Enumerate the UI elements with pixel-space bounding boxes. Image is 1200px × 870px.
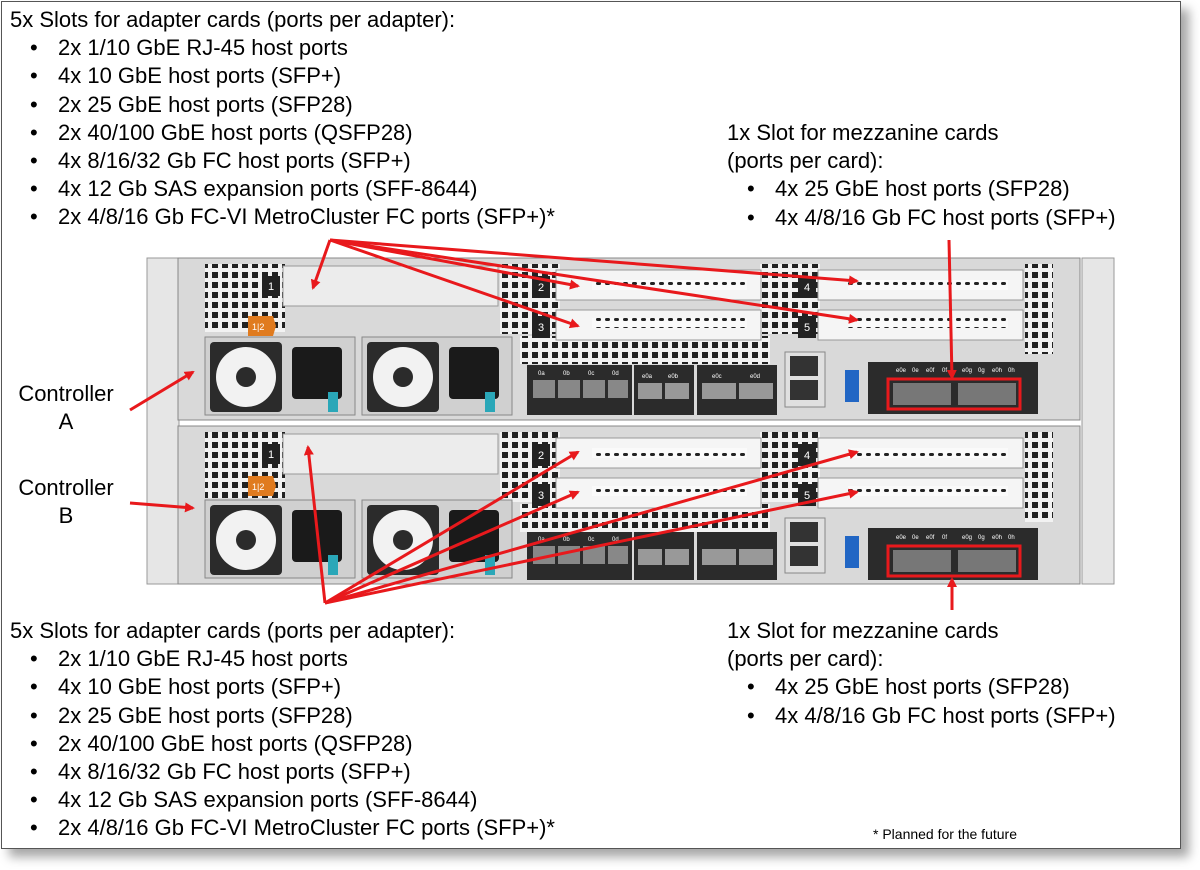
slot-number-2-a: 2 — [538, 282, 544, 294]
top-right-callout: 1x Slot for mezzanine cards (ports per c… — [727, 119, 1116, 232]
controller-a-line1: Controller — [18, 381, 114, 406]
list-item: 4x 25 GbE host ports (SFP28) — [747, 673, 1116, 701]
slot-number-3-b: 3 — [538, 490, 544, 502]
slot-number-1-a: 1 — [268, 281, 274, 293]
port-label-e0f-b: e0f — [926, 535, 935, 541]
top-left-callout: 5x Slots for adapter cards (ports per ad… — [10, 6, 555, 232]
top-left-heading: 5x Slots for adapter cards (ports per ad… — [10, 7, 456, 32]
port-label-e0e-b: e0e — [896, 535, 907, 541]
port-label-e0h-a: e0h — [992, 368, 1002, 374]
controller-a-line2: A — [58, 409, 74, 434]
list-item: 4x 8/16/32 Gb FC host ports (SFP+) — [30, 147, 555, 175]
list-item: 4x 10 GbE host ports (SFP+) — [30, 673, 555, 701]
slot-number-3-a: 3 — [538, 322, 544, 334]
port-label-0g-a: 0g — [978, 368, 985, 374]
arrow-top-mezzanine — [946, 239, 957, 380]
list-item: 4x 4/8/16 Gb FC host ports (SFP+) — [747, 204, 1116, 232]
list-item: 2x 1/10 GbE RJ-45 host ports — [30, 645, 555, 673]
list-item: 2x 25 GbE host ports (SFP28) — [30, 91, 555, 119]
list-item: 2x 4/8/16 Gb FC-VI MetroCluster FC ports… — [30, 203, 555, 231]
list-item: 4x 12 Gb SAS expansion ports (SFF-8644) — [30, 786, 555, 814]
controller-a-label: Controller A — [8, 380, 124, 436]
port-label-0c-a: 0c — [588, 371, 594, 377]
port-label-0h-a: 0h — [1008, 368, 1015, 374]
controller-b-line2: B — [58, 503, 74, 528]
slot-number-1-b: 1 — [268, 449, 274, 461]
port-label-e0c-a: e0c — [712, 374, 722, 380]
arrow-top-slot1 — [310, 239, 332, 290]
top-right-list: 4x 25 GbE host ports (SFP28) 4x 4/8/16 G… — [727, 175, 1116, 232]
callout-arrows — [129, 238, 957, 610]
port-label-0b-b: 0b — [563, 537, 570, 543]
bottom-right-heading-line1: 1x Slot for mezzanine cards — [727, 618, 999, 643]
port-label-e0e-a: e0e — [896, 368, 907, 374]
psu-tag-b: 1|2 — [252, 482, 264, 492]
port-label-0a-a: 0a — [538, 371, 545, 377]
top-left-list: 2x 1/10 GbE RJ-45 host ports 4x 10 GbE h… — [10, 34, 555, 232]
port-label-e0h-b: e0h — [992, 535, 1002, 541]
bottom-right-list: 4x 25 GbE host ports (SFP28) 4x 4/8/16 G… — [727, 673, 1116, 730]
footnote: * Planned for the future — [873, 826, 1017, 842]
port-label-0f-a: 0f — [942, 368, 947, 374]
bottom-left-heading: 5x Slots for adapter cards (ports per ad… — [10, 618, 456, 643]
port-label-0d-a: 0d — [612, 371, 619, 377]
port-label-e0f-a: e0f — [926, 368, 935, 374]
slot-number-5-b: 5 — [804, 490, 810, 502]
port-label-e0g-a: e0g — [962, 368, 972, 374]
port-label-0e-a: 0e — [912, 368, 919, 374]
port-label-0c-b: 0c — [588, 537, 594, 543]
port-label-0h-b: 0h — [1008, 535, 1015, 541]
arrow-controller-b — [129, 501, 195, 513]
list-item: 4x 12 Gb SAS expansion ports (SFF-8644) — [30, 175, 555, 203]
slot-number-2-b: 2 — [538, 450, 544, 462]
psu-tag-a: 1|2 — [252, 322, 264, 332]
slot-number-5-a: 5 — [804, 322, 810, 334]
port-label-0f-b: 0f — [942, 535, 947, 541]
port-label-e0a-a: e0a — [642, 374, 653, 380]
port-label-e0g-b: e0g — [962, 535, 972, 541]
bottom-right-callout: 1x Slot for mezzanine cards (ports per c… — [727, 617, 1116, 730]
arrow-top-slot3 — [329, 238, 580, 329]
arrow-top-slot4 — [329, 238, 859, 286]
top-right-heading-line2: (ports per card): — [727, 148, 884, 174]
slot-number-4-a: 4 — [804, 282, 810, 294]
arrow-bottom-slot2 — [324, 450, 580, 605]
list-item: 4x 25 GbE host ports (SFP28) — [747, 175, 1116, 203]
list-item: 4x 8/16/32 Gb FC host ports (SFP+) — [30, 758, 555, 786]
arrow-bottom-slot5 — [324, 488, 859, 605]
bottom-left-list: 2x 1/10 GbE RJ-45 host ports 4x 10 GbE h… — [10, 645, 555, 843]
list-item: 4x 4/8/16 Gb FC host ports (SFP+) — [747, 702, 1116, 730]
list-item: 2x 4/8/16 Gb FC-VI MetroCluster FC ports… — [30, 814, 555, 842]
arrow-bottom-slot3 — [324, 490, 580, 605]
arrow-bottom-slot1 — [303, 445, 327, 604]
controller-b-module — [177, 425, 1081, 585]
list-item: 2x 40/100 GbE host ports (QSFP28) — [30, 730, 555, 758]
list-item: 2x 25 GbE host ports (SFP28) — [30, 702, 555, 730]
port-label-e0b-a: e0b — [668, 374, 679, 380]
port-label-0e-b: 0e — [912, 535, 919, 541]
list-item: 2x 1/10 GbE RJ-45 host ports — [30, 34, 555, 62]
arrow-bottom-slot4 — [324, 449, 859, 605]
arrow-controller-a — [129, 370, 195, 412]
port-label-e0d-a: e0d — [750, 374, 760, 380]
controller-a-module — [177, 257, 1081, 421]
list-item: 4x 10 GbE host ports (SFP+) — [30, 62, 555, 90]
bottom-right-heading-line2: (ports per card): — [727, 646, 884, 672]
list-item: 2x 40/100 GbE host ports (QSFP28) — [30, 119, 555, 147]
port-label-0g-b: 0g — [978, 535, 985, 541]
mezzanine-highlight-b — [886, 544, 1022, 578]
top-right-heading-line1: 1x Slot for mezzanine cards — [727, 120, 999, 145]
arrow-top-slot5 — [329, 238, 859, 324]
port-label-0d-b: 0d — [612, 537, 619, 543]
controller-b-label: Controller B — [8, 474, 124, 530]
bottom-left-callout: 5x Slots for adapter cards (ports per ad… — [10, 617, 555, 843]
slot-number-4-b: 4 — [804, 450, 810, 462]
port-label-0b-a: 0b — [563, 371, 570, 377]
controller-b-line1: Controller — [18, 475, 114, 500]
